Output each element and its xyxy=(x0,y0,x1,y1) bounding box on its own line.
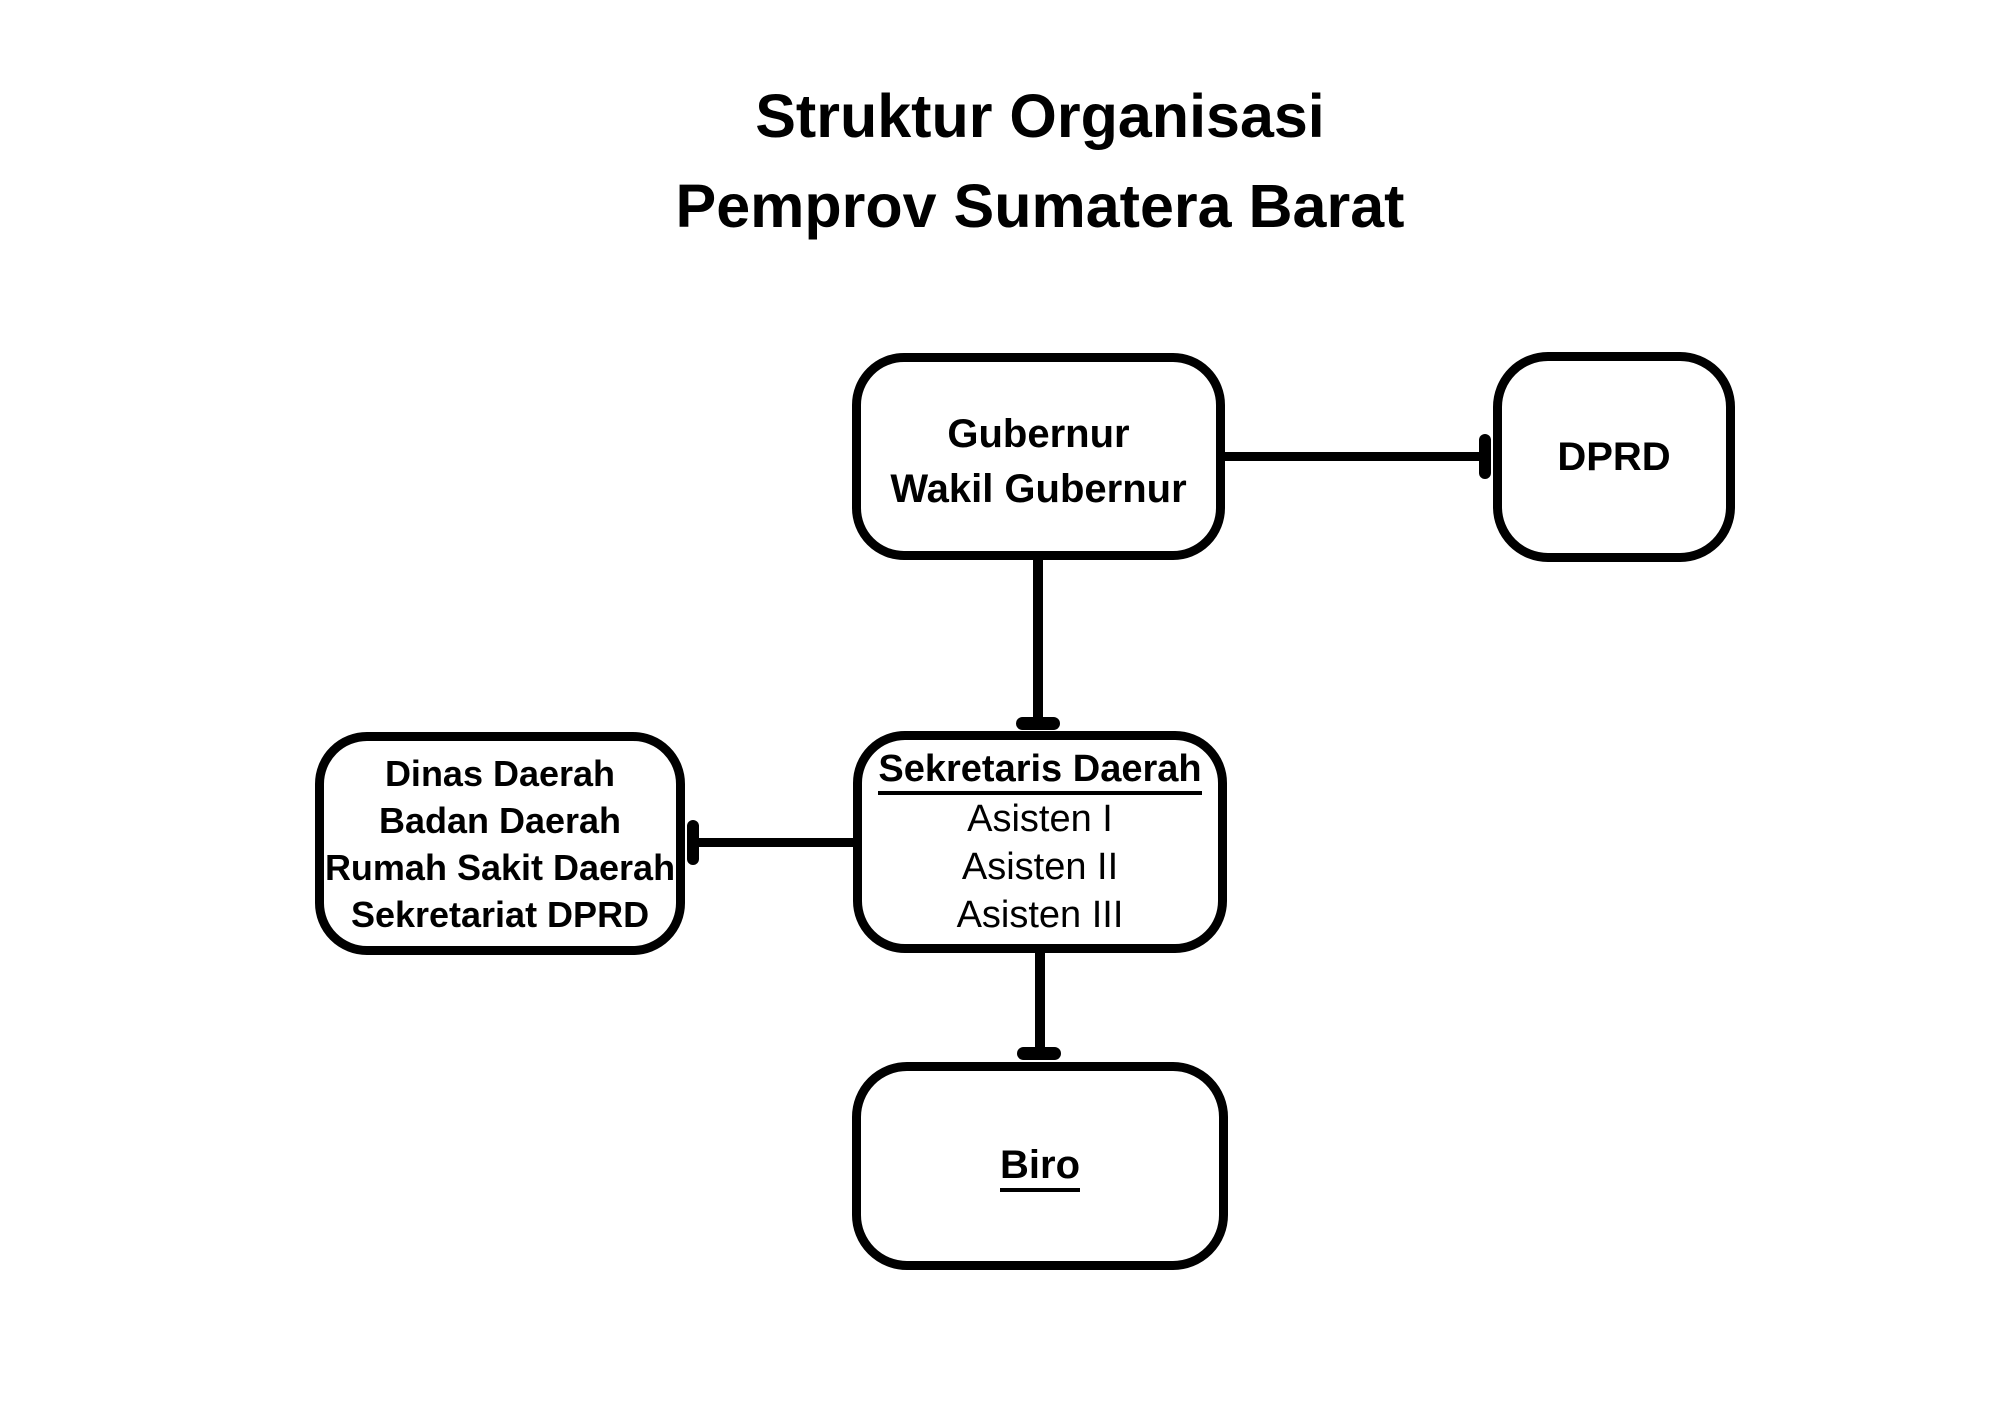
node-gubernur-wakil-gubernur: Gubernur Wakil Gubernur xyxy=(852,353,1225,560)
connector-gubernur-dprd-tee-cap xyxy=(1479,434,1491,479)
node-label-line: Rumah Sakit Daerah xyxy=(324,846,676,888)
node-label-line: Wakil Gubernur xyxy=(890,466,1187,511)
node-heading-underlined-text: Sekretaris Daerah xyxy=(878,749,1202,796)
connector-sekretaris-perangkat-tee-cap xyxy=(687,820,699,865)
node-label-line: Gubernur xyxy=(947,411,1130,456)
node-heading-line: Sekretaris Daerah xyxy=(878,745,1202,796)
connector-gubernur-sekretaris-tee-cap xyxy=(1016,717,1060,730)
node-dprd: DPRD xyxy=(1493,352,1735,562)
node-label-line: Badan Daerah xyxy=(378,799,622,841)
node-sekretaris-daerah: Sekretaris Daerah Asisten I Asisten II A… xyxy=(853,731,1227,953)
connector-sekretaris-biro-tee-cap xyxy=(1017,1047,1061,1060)
node-label-line: Sekretariat DPRD xyxy=(350,893,650,935)
node-label-line: Asisten II xyxy=(961,846,1119,889)
node-perangkat-daerah: Dinas Daerah Badan Daerah Rumah Sakit Da… xyxy=(315,732,685,955)
node-heading-line: Biro xyxy=(1000,1141,1080,1192)
title-line-1: Struktur Organisasi xyxy=(755,82,1325,150)
connector-sekretaris-perangkat xyxy=(697,838,857,847)
node-label-line: DPRD xyxy=(1557,435,1671,479)
node-biro: Biro xyxy=(852,1062,1228,1270)
connector-sekretaris-biro xyxy=(1035,950,1045,1050)
node-label-line: Asisten I xyxy=(967,798,1113,841)
connector-gubernur-sekretaris xyxy=(1033,556,1043,720)
title-line-2: Pemprov Sumatera Barat xyxy=(675,172,1405,240)
node-heading-underlined-text: Biro xyxy=(1000,1144,1080,1192)
node-label-line: Asisten III xyxy=(956,894,1124,937)
node-label-line: Dinas Daerah xyxy=(384,752,616,794)
page-title: Struktur Organisasi Pemprov Sumatera Bar… xyxy=(340,71,1740,251)
connector-gubernur-dprd xyxy=(1222,452,1482,461)
